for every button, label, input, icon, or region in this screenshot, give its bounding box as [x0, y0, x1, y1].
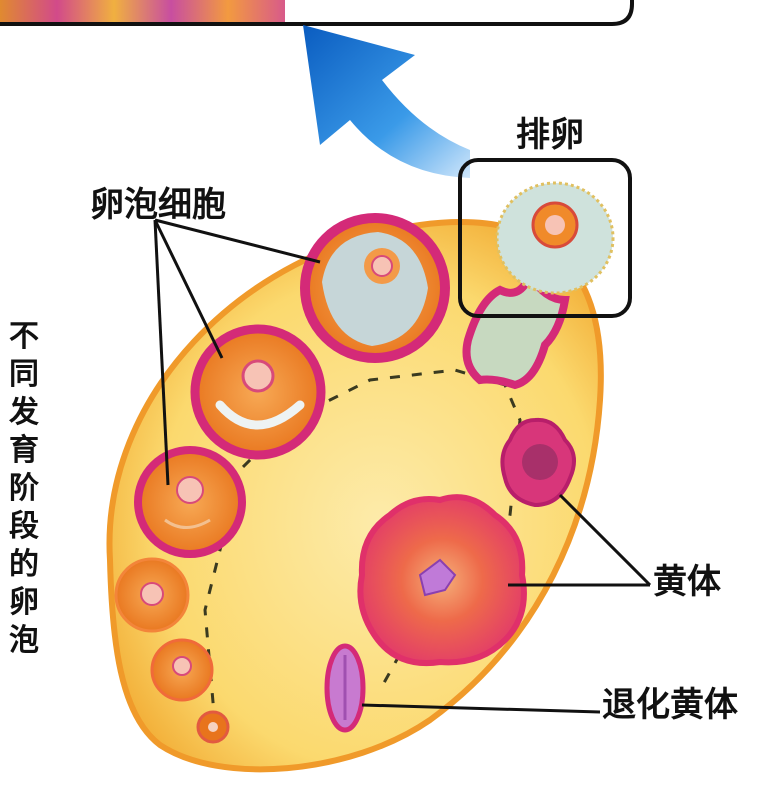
corpus-albicans-label: 退化黄体: [602, 688, 738, 722]
top-panel-edge: [0, 0, 632, 24]
corpus-luteum-small: [502, 420, 574, 505]
curved-arrow-up-left-icon: [303, 25, 470, 178]
corpus-albicans: [327, 646, 363, 730]
follicle-stage-3: [116, 559, 188, 631]
follicle-cells-label: 卵泡细胞: [90, 188, 226, 222]
follicle-stage-1: [198, 712, 228, 742]
ovulation-label: 排卵: [516, 118, 584, 152]
released-oocyte: [497, 183, 613, 293]
follicle-stage-2: [152, 640, 212, 700]
follicle-stages-label: 不同发育阶段的卵泡: [4, 318, 44, 660]
corpus-luteum-label: 黄体: [653, 565, 721, 599]
follicle-stage-4: [138, 450, 242, 554]
follicle-stage-5: [195, 329, 321, 455]
follicle-stage-6: [305, 218, 445, 358]
corpus-luteum-large: [360, 497, 524, 663]
